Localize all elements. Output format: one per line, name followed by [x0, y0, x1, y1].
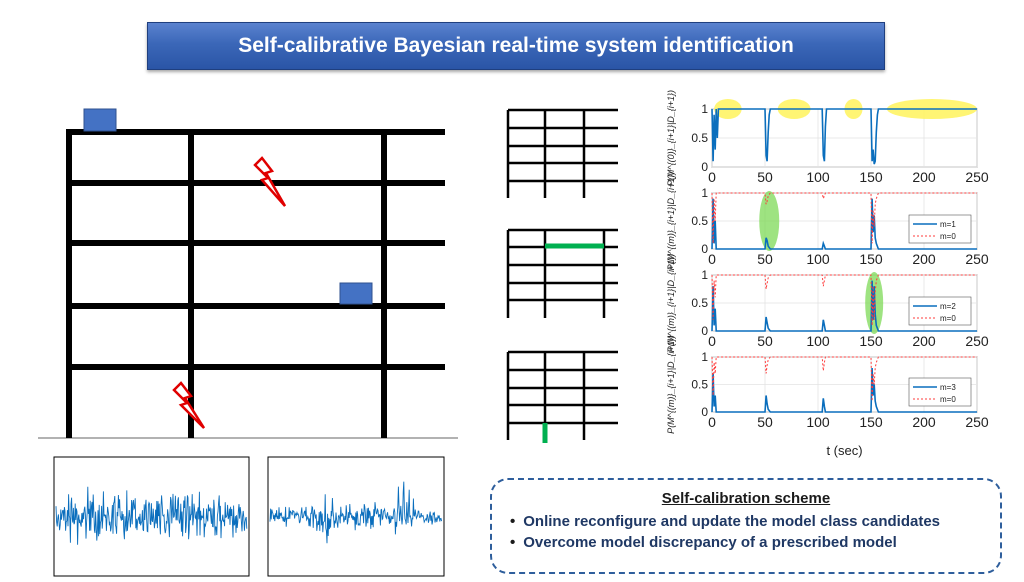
building-frame — [66, 129, 445, 438]
x-tick-label: 50 — [757, 333, 773, 349]
y-axis-label: P(M^{(m)}_{i+1}|D_{i+1}) — [666, 254, 676, 353]
green-highlight — [759, 191, 780, 251]
legend-label: m=0 — [940, 314, 956, 323]
x-tick-label: 250 — [965, 333, 989, 349]
mini-frame-column-damage — [506, 350, 618, 440]
series-line — [711, 274, 977, 326]
page-title: Self-calibrative Bayesian real-time syst… — [238, 34, 794, 57]
x-tick-label: 0 — [708, 251, 716, 267]
callout-item: •Overcome model discrepancy of a prescri… — [510, 534, 897, 551]
x-tick-label: 0 — [708, 169, 716, 185]
legend-label: m=0 — [940, 395, 956, 404]
x-tick-label: 50 — [757, 414, 773, 430]
x-tick-label: 250 — [965, 251, 989, 267]
series-line — [711, 108, 977, 165]
x-tick-label: 200 — [912, 414, 936, 430]
series-line — [711, 198, 977, 250]
x-tick-label: 100 — [806, 333, 830, 349]
callout-item: •Online reconfigure and update the model… — [510, 513, 941, 530]
y-axis-label: P(M^{(0)}_{i+1}|D_{i+1}) — [666, 90, 676, 186]
x-tick-label: 0 — [708, 333, 716, 349]
y-tick-label: 0 — [701, 405, 708, 419]
y-tick-label: 0 — [701, 324, 708, 338]
y-tick-label: 1 — [701, 102, 708, 116]
y-tick-label: 0.5 — [691, 296, 708, 310]
x-tick-label: 100 — [806, 169, 830, 185]
lightning-icon — [172, 381, 206, 429]
legend-label: m=0 — [940, 232, 956, 241]
series-line — [711, 367, 977, 413]
excitation-signal-left — [55, 486, 248, 545]
x-tick-label: 0 — [708, 414, 716, 430]
self-calibration-callout: Self-calibration scheme •Online reconfig… — [490, 478, 1002, 574]
series-line — [711, 192, 977, 244]
x-tick-label: 200 — [912, 333, 936, 349]
mini-frame-intact — [506, 108, 618, 198]
mini-frame-beam-damage — [506, 228, 618, 318]
x-tick-label: 150 — [859, 414, 883, 430]
x-tick-label: 150 — [859, 251, 883, 267]
callout-list: •Online reconfigure and update the model… — [510, 513, 1000, 551]
x-axis-label: t (sec) — [826, 443, 862, 458]
mass-block-mid — [339, 282, 373, 305]
y-axis-label: P(M^{(m)}_{i+1}|D_{i+1}) — [666, 172, 676, 271]
x-tick-label: 150 — [859, 333, 883, 349]
y-tick-label: 1 — [701, 350, 708, 364]
x-tick-label: 50 — [757, 169, 773, 185]
x-tick-label: 250 — [965, 414, 989, 430]
x-tick-label: 50 — [757, 251, 773, 267]
y-tick-label: 0 — [701, 160, 708, 174]
mass-block-top — [83, 108, 117, 132]
y-tick-label: 0.5 — [691, 131, 708, 145]
x-tick-label: 150 — [859, 169, 883, 185]
series-line — [711, 356, 977, 402]
x-tick-label: 100 — [806, 251, 830, 267]
y-tick-label: 1 — [701, 268, 708, 282]
y-tick-label: 0 — [701, 242, 708, 256]
y-axis-label: P(M^{(m)}_{i+1}|D_{i+1}) — [666, 335, 676, 434]
legend-label: m=3 — [940, 383, 956, 392]
legend-box — [908, 377, 972, 407]
x-tick-label: 200 — [912, 251, 936, 267]
x-tick-label: 200 — [912, 169, 936, 185]
y-tick-label: 0.5 — [691, 378, 708, 392]
legend-box — [908, 296, 972, 326]
series-line — [711, 280, 977, 332]
y-tick-label: 1 — [701, 186, 708, 200]
title-banner: Self-calibrative Bayesian real-time syst… — [147, 22, 885, 70]
legend-label: m=1 — [940, 220, 956, 229]
lightning-icon — [253, 156, 287, 207]
x-tick-label: 100 — [806, 414, 830, 430]
legend-box — [908, 214, 972, 244]
response-signal-right — [269, 481, 443, 544]
y-tick-label: 0.5 — [691, 214, 708, 228]
legend-label: m=2 — [940, 302, 956, 311]
callout-heading: Self-calibration scheme — [661, 490, 831, 507]
x-tick-label: 250 — [965, 169, 989, 185]
